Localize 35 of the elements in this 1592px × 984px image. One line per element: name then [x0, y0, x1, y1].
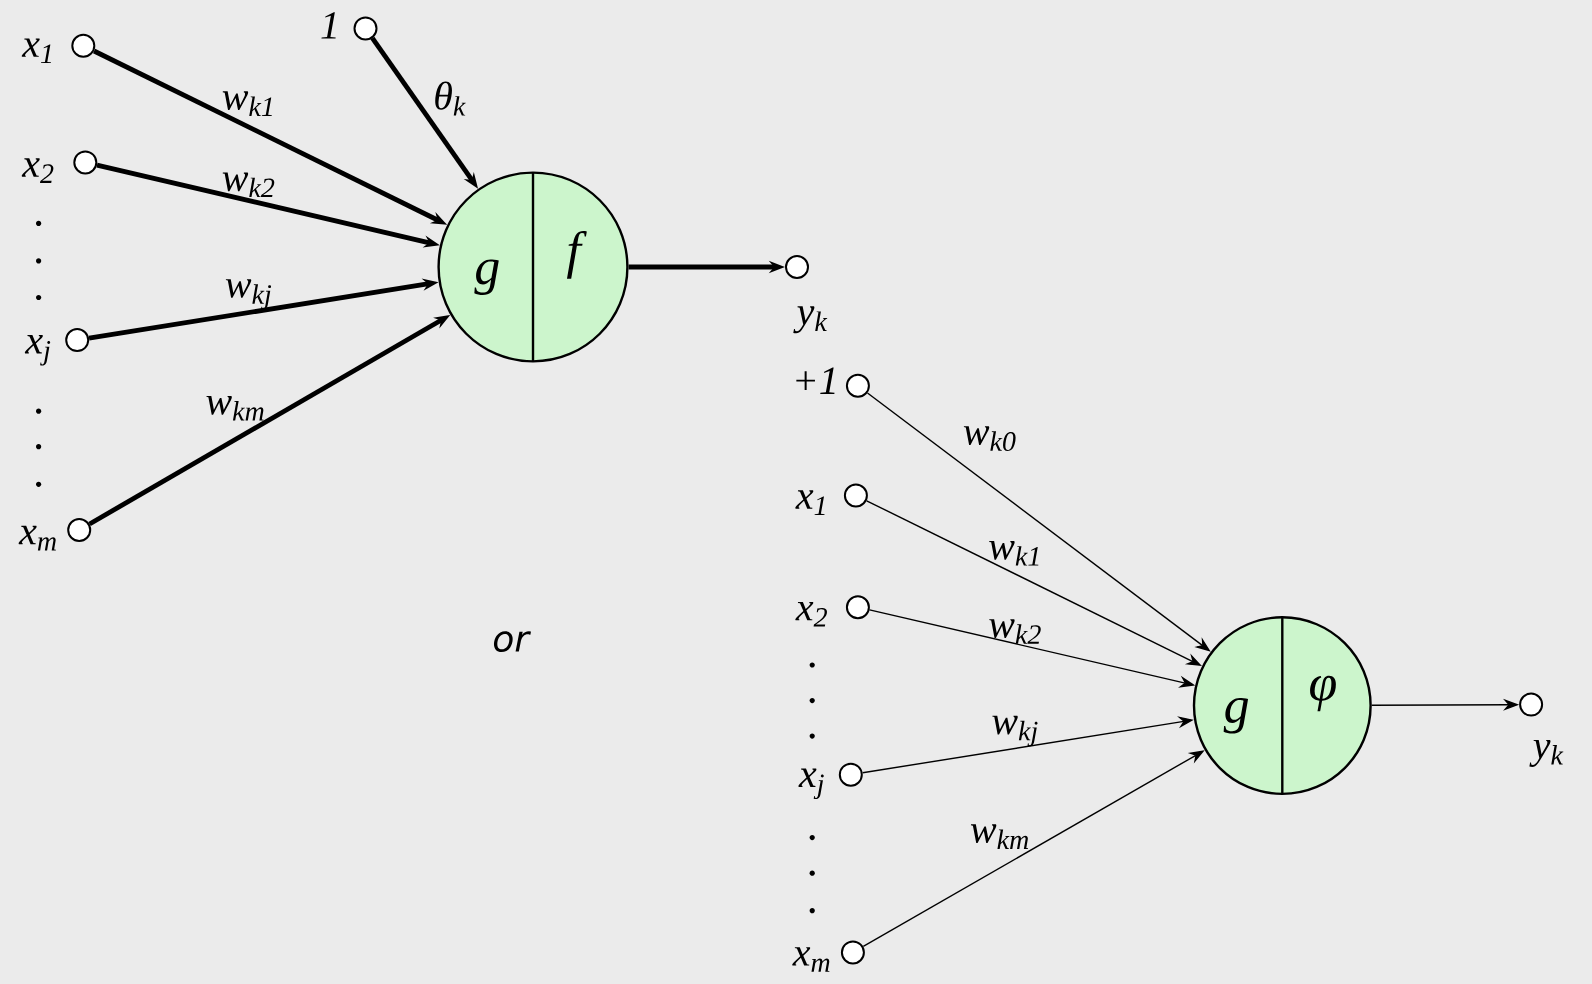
variable-label: y$_{k}$	[1529, 739, 1564, 767]
variable-label: x$_{m}$	[792, 947, 830, 972]
terminal-circle	[843, 483, 868, 508]
terminal-circle	[67, 518, 92, 542]
variable-label: x$_{m}$	[18, 525, 56, 551]
variable-label: +1	[796, 367, 835, 394]
terminal-circle	[353, 16, 378, 41]
edge-label: θ$_{k}$	[435, 81, 466, 116]
variable-label: 1	[321, 12, 336, 39]
connector-word: or	[493, 631, 531, 652]
terminal-circle	[840, 940, 865, 965]
edge-label: w$_{k0}$	[963, 426, 1016, 452]
variable-label: x$_{j}$	[24, 335, 51, 366]
edge-label: w$_{kj}$	[992, 715, 1038, 747]
variable-label: x$_{1}$	[21, 38, 51, 64]
edge-label: w$_{k1}$	[222, 91, 272, 116]
variable-label: x$_{j}$	[798, 768, 824, 800]
terminal-circle	[71, 33, 96, 58]
variable-label: y$_{k}$	[793, 306, 828, 334]
edge-label: w$_{k2}$	[222, 172, 275, 198]
edge-label: w$_{kj}$	[225, 279, 272, 310]
terminal-circle	[785, 255, 809, 279]
terminal-circle	[845, 595, 870, 620]
terminal-circle	[838, 762, 863, 787]
edge-label: w$_{km}$	[970, 824, 1029, 849]
terminal-circle	[845, 373, 870, 398]
edge-label: w$_{km}$	[206, 395, 264, 421]
edge-label: w$_{k1}$	[989, 541, 1039, 566]
edge-label: w$_{k2}$	[989, 619, 1041, 644]
terminal-circle	[73, 150, 98, 175]
variable-label: x$_{1}$	[795, 490, 825, 515]
variable-label: x$_{2}$	[795, 602, 827, 627]
terminal-circle	[65, 328, 90, 353]
terminal-circle	[1519, 692, 1544, 717]
variable-label: x$_{2}$	[21, 158, 54, 183]
